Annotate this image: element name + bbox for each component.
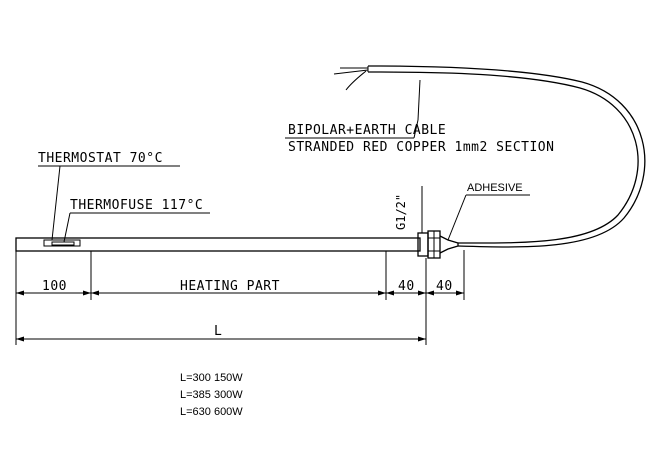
dim-100-label: 100 — [42, 279, 67, 294]
thermostat-label: THERMOSTAT 70°C — [38, 151, 163, 166]
thread-label: G1/2" — [394, 194, 408, 230]
extension-lines — [15, 250, 465, 345]
spec-line: L=300 150W — [180, 372, 243, 384]
heating-rod — [15, 237, 421, 252]
power-spec-list: L=300 150W L=385 300W L=630 600W — [180, 370, 243, 421]
dim-heating-part-label: HEATING PART — [180, 279, 280, 294]
hex-fitting — [417, 230, 441, 259]
dimension-row-2 — [16, 336, 426, 342]
sensor-pads — [43, 239, 81, 247]
thermofuse-label: THERMOFUSE 117°C — [70, 198, 203, 213]
dimension-row-1 — [16, 290, 464, 296]
dim-40-label-b: 40 — [436, 279, 453, 294]
spec-line: L=630 600W — [180, 406, 243, 418]
cable-label-line-2: STRANDED RED COPPER 1mm2 SECTION — [288, 140, 554, 155]
dim-40-label-a: 40 — [398, 279, 415, 294]
spec-line: L=385 300W — [180, 389, 243, 401]
adhesive-label: ADHESIVE — [467, 182, 523, 194]
cable — [333, 65, 646, 248]
dim-L-label: L — [214, 324, 222, 339]
leader-lines — [38, 79, 530, 243]
adhesive-taper — [439, 235, 459, 254]
cable-label-line-1: BIPOLAR+EARTH CABLE — [288, 123, 446, 138]
